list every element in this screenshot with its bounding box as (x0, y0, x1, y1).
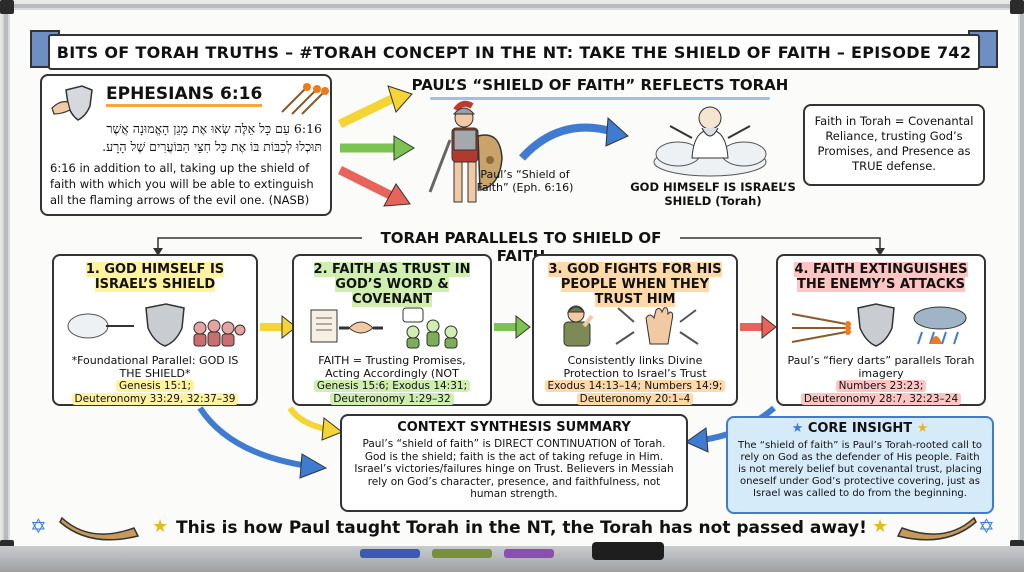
footer-message: This is how Paul taught Torah in the NT,… (176, 518, 867, 538)
colored-arrows (337, 85, 415, 207)
card-3-text: Consistently links Divine Protection to … (563, 354, 707, 380)
star-icon: ★ (872, 516, 889, 537)
card-2-ref-1: Genesis 15:6; Exodus 14:31; (313, 380, 471, 392)
shield-cloud-people-icon (67, 303, 246, 347)
star-of-david-icon: ✡ (30, 514, 47, 538)
god-in-clouds-icon (653, 106, 767, 177)
card-3-ref-1: Exodus 14:13–14; Numbers 14:9; (544, 380, 726, 392)
arrows-into-summary (197, 406, 343, 479)
star-icon: ★ (916, 421, 929, 436)
card-4-ref-2: Deuteronomy 28:7, 32:23–24 (800, 393, 962, 405)
card-faith-as-trust: 2. FAITH AS TRUST IN GOD’S WORD & COVENA… (292, 254, 492, 406)
title-underline (430, 97, 770, 100)
scroll-handshake-people-icon (310, 307, 458, 349)
insight-body: The “shield of faith” is Paul’s Torah-ro… (737, 440, 982, 499)
core-insight-box: ★ CORE INSIGHT ★ The “shield of faith” i… (726, 416, 994, 514)
card-1-ref-1: Genesis 15:1; (115, 380, 195, 392)
arrow-2-to-3 (494, 314, 531, 340)
card-4-title: 4. FAITH EXTINGUISHES THE ENEMY’S ATTACK… (794, 262, 968, 292)
blue-marker[interactable] (360, 549, 420, 558)
frame-corner (0, 0, 14, 14)
faith-note-box: Faith in Torah = Covenantal Reliance, tr… (803, 104, 985, 186)
english-verse: 6:16 in addition to all, taking up the s… (50, 161, 314, 207)
arrows-shield-rain-icon (791, 303, 967, 347)
summary-title: CONTEXT SYNTHESIS SUMMARY (397, 420, 631, 435)
eraser[interactable] (592, 542, 664, 560)
card-3-title: 3. GOD FIGHTS FOR HIS PEOPLE WHEN THEY T… (548, 262, 722, 307)
card-god-is-shield: 1. GOD HIMSELF IS ISRAEL’S SHIELD *Found… (52, 254, 258, 406)
shofar-icon (896, 516, 977, 541)
card-2-ref-2: Deuteronomy 1:29–32 (330, 393, 454, 405)
episode-title: BITS OF TORAH TRUTHS – #TORAH CONCEPT IN… (48, 34, 980, 70)
roman-soldier-icon (428, 100, 503, 203)
card-1-text: *Foundational Parallel: GOD IS THE SHIEL… (71, 354, 239, 380)
card-1-title: 1. GOD HIMSELF IS ISRAEL’S SHIELD (85, 262, 225, 292)
card-4-text: Paul’s “fiery darts” parallels Torah ima… (787, 354, 975, 380)
insight-title: CORE INSIGHT (807, 421, 913, 436)
card-3-ref-2: Deuteronomy 20:1–4 (576, 393, 694, 405)
context-summary-box: CONTEXT SYNTHESIS SUMMARY Paul’s “shield… (340, 414, 688, 512)
ephesians-heading: EPHESIANS 6:16 (106, 84, 263, 107)
card-god-fights: 3. GOD FIGHTS FOR HIS PEOPLE WHEN THEY T… (532, 254, 738, 406)
star-of-david-icon: ✡ (978, 514, 995, 538)
praying-soldier-hand-icon (563, 305, 699, 347)
hebrew-verse-line2: תּוּכְלוּ לְכַבּוֹת בּוֹ אֶת כָּל חִצֵּי… (102, 139, 322, 154)
card-4-ref-1: Numbers 23:23; (835, 380, 927, 392)
hebrew-verse-line1: 6:16 עַם כָּל אֵלֶּה שְׂאוּ אֶת מָגֵן הָ… (106, 121, 322, 136)
center-title: PAUL’S “SHIELD OF FAITH” REFLECTS TORAH (411, 76, 789, 94)
soldier-caption: Paul’s “Shield of Faith” (Eph. 6:16) (476, 168, 574, 194)
green-marker[interactable] (432, 549, 492, 558)
flaming-arrows-icon (281, 83, 329, 115)
card-faith-extinguishes: 4. FAITH EXTINGUISHES THE ENEMY’S ATTACK… (776, 254, 986, 406)
blue-arrow (519, 116, 629, 161)
faith-note: Faith in Torah = Covenantal Reliance, tr… (814, 114, 974, 173)
card-1-ref-2: Deuteronomy 33:29, 32:37–39 (71, 393, 239, 405)
card-2-title: 2. FAITH AS TRUST IN GOD’S WORD & COVENA… (313, 262, 471, 307)
summary-body: Paul’s “shield of faith” is DIRECT CONTI… (354, 438, 674, 500)
frame-corner (1010, 0, 1024, 14)
arrow-3-to-4 (740, 314, 777, 340)
ephesians-box: EPHESIANS 6:16 6:16 עַם כָּל אֵלֶּה שְׂא… (40, 74, 332, 216)
star-icon: ★ (152, 516, 169, 537)
star-icon: ★ (791, 421, 804, 436)
shofar-icon (59, 516, 140, 541)
god-caption: GOD HIMSELF IS ISRAEL’S SHIELD (Torah) (630, 180, 796, 208)
purple-marker[interactable] (504, 549, 554, 558)
arrow-1-to-2 (260, 314, 297, 340)
hand-shield-icon (51, 85, 93, 121)
